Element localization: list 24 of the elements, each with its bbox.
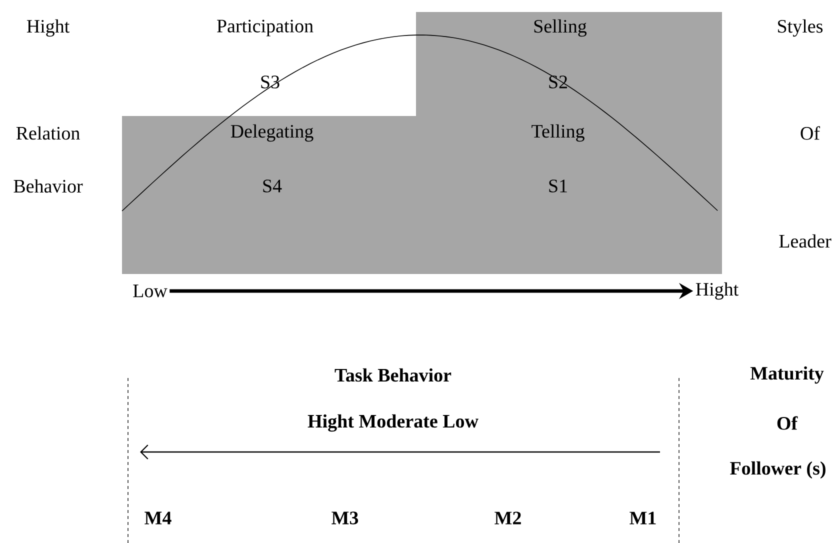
- text-label: Follower (s): [730, 461, 826, 479]
- text-label: M3: [332, 512, 358, 524]
- text-label: Telling: [532, 124, 584, 142]
- text-label: Behavior: [14, 179, 83, 193]
- text-label: S3: [261, 76, 280, 88]
- axis-label: Hight: [696, 282, 739, 300]
- text-label: Styles: [778, 19, 823, 37]
- text-label: Of: [777, 416, 798, 430]
- axis-label: Low: [133, 284, 168, 298]
- text-label: Selling: [534, 19, 587, 37]
- text-label: Hight: [26, 19, 70, 37]
- text-label: Task Behavior: [334, 368, 452, 382]
- text-label: M2: [494, 512, 521, 524]
- text-label: Maturity: [750, 366, 824, 384]
- text-label: Hight Moderate Low: [308, 414, 478, 432]
- text-label: Of: [800, 126, 820, 140]
- text-label: M1: [630, 512, 656, 524]
- text-label: Delegating: [230, 124, 314, 142]
- text-label: S1: [549, 180, 567, 192]
- text-label: S4: [263, 180, 282, 192]
- text-label: Relation: [16, 126, 80, 140]
- text-label: Leader: [779, 234, 832, 248]
- text-label: M4: [144, 512, 172, 524]
- text-label: Participation: [217, 20, 314, 36]
